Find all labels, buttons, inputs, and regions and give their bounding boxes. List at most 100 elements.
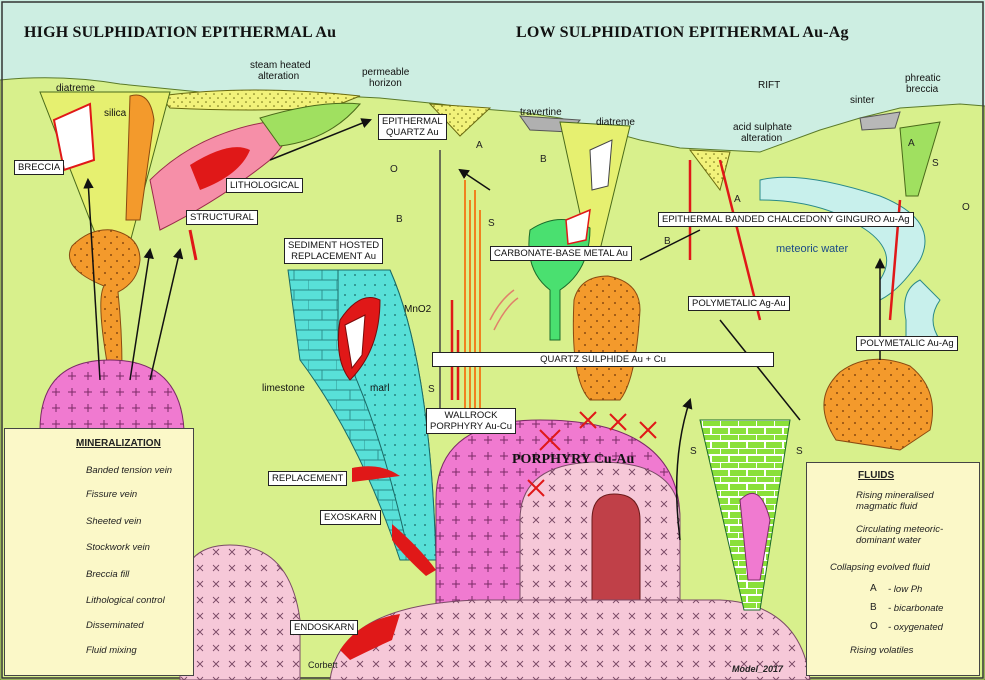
wallrock-line1: WALLROCK — [444, 410, 498, 421]
stockwork-veins — [527, 411, 657, 497]
legend-breccia-fill: Breccia fill — [86, 569, 130, 580]
travertine-label: travertine — [520, 107, 562, 118]
polymetallic-ag-au-box: POLYMETALIC Ag-Au — [688, 296, 790, 311]
fluid-letter-b-3: B — [664, 236, 671, 247]
phreatic-label: phreatic — [905, 73, 941, 84]
fluid-letter-o-1: O — [390, 164, 398, 175]
fluid-arrow-5 — [458, 168, 491, 191]
sheeted-veins — [464, 180, 481, 410]
fluid-arrow-1 — [83, 177, 101, 381]
legend-sheeted-vein: Sheeted vein — [86, 516, 142, 527]
base-batholith-pattern — [330, 600, 810, 680]
right-stockwork-pink — [739, 492, 771, 581]
fluid-letter-b-2: B — [540, 154, 547, 165]
sediment-breccia-clasts — [344, 314, 366, 370]
silica-label: silica — [104, 108, 127, 119]
polymetallic-au-ag-box: POLYMETALIC Au-Ag — [856, 336, 958, 351]
steam-heated-label: steam heated — [250, 60, 311, 71]
fluid-letter-o-2: O — [962, 202, 970, 213]
endoskarn-box: ENDOSKARN — [290, 620, 359, 635]
meteoric-water-label: meteoric water — [776, 243, 849, 255]
permeable-label: permeable — [362, 67, 410, 78]
meteoric-water-tail — [904, 279, 941, 341]
legend-letter-b: B — [870, 602, 877, 613]
sinter-label: sinter — [850, 95, 875, 106]
permeable-lens — [259, 102, 361, 147]
replacement-box: REPLACEMENT — [268, 471, 348, 486]
sediment-hosted-line1: SEDIMENT HOSTED — [288, 240, 380, 251]
legend-stockwork-vein: Stockwork vein — [86, 542, 150, 553]
epithermal-quartz-line1: EPITHERMAL — [382, 116, 443, 127]
mno2-label: MnO2 — [404, 304, 432, 315]
legend-collapsing-fluid: Collapsing evolved fluid — [830, 562, 930, 573]
legend-circulating-1: Circulating meteoric- — [856, 524, 944, 535]
horizon-label: horizon — [369, 78, 402, 89]
structural-vein — [188, 229, 198, 261]
wallrock-box: WALLROCK PORPHYRY Au-Cu — [426, 408, 517, 434]
fluid-arrow-3 — [149, 247, 184, 381]
quartz-sulphide-box: QUARTZ SULPHIDE Au + Cu — [432, 352, 774, 367]
exoskarn-body — [392, 524, 436, 576]
legend-circulating-2: dominant water — [856, 535, 921, 546]
legend-disseminated: Disseminated — [86, 620, 144, 631]
fluid-arrow-2 — [129, 247, 154, 381]
model-label: Model_2017 — [732, 664, 784, 674]
fluid-letter-s-3: S — [428, 384, 435, 395]
legend-letter-a: A — [870, 583, 877, 594]
lithological-core — [190, 147, 250, 190]
fluid-letter-b-1: B — [396, 214, 403, 225]
legend-lithological-control: Lithological control — [86, 595, 165, 606]
left-orange-plug-dots — [69, 229, 140, 368]
legend-banded-tension-vein: Banded tension vein — [86, 465, 173, 476]
right-diatreme-clasts — [589, 139, 613, 191]
sediment-hosted-line2: REPLACEMENT Au — [291, 251, 376, 262]
fluid-letter-a-3: A — [908, 138, 915, 149]
fluid-letter-a-2: A — [734, 194, 741, 205]
limestone-label: limestone — [262, 383, 305, 394]
phreatic-breccia-body — [899, 121, 941, 197]
low-sulphidation-title: LOW SULPHIDATION EPITHERMAL Au-Ag — [516, 24, 849, 41]
diatreme-label-right: diatreme — [596, 117, 635, 128]
legend-bicarbonate: - bicarbonate — [888, 603, 944, 614]
steam-alteration-label: alteration — [258, 71, 300, 82]
carbonate-base-box: CARBONATE-BASE METAL Au — [490, 246, 632, 261]
steam-heated-cap — [159, 89, 361, 111]
central-orange-plug-dots — [573, 276, 640, 400]
fluid-arrow-4 — [269, 118, 372, 161]
endoskarn-body — [340, 614, 400, 660]
fluid-letter-s-5: S — [796, 446, 803, 457]
left-base-intrusion-pattern — [180, 545, 300, 680]
replacement-body — [352, 466, 400, 482]
exoskarn-box: EXOSKARN — [320, 510, 381, 525]
sinter-cap — [859, 111, 901, 131]
legend-rising-volatiles: Rising volatiles — [850, 645, 914, 656]
diatreme-label-left: diatreme — [56, 83, 95, 94]
breccia-box: BRECCIA — [14, 160, 65, 175]
fluid-letter-a-1: A — [476, 140, 483, 151]
fluid-letter-s-2: S — [932, 158, 939, 169]
structural-box: STRUCTURAL — [186, 210, 258, 225]
porphyry-label: PORPHYRY Cu-Au — [512, 452, 635, 467]
banded-tension-veins — [489, 289, 519, 331]
acid-sulphate-label: acid sulphate — [733, 122, 792, 133]
legend-rising-fluid-2: magmatic fluid — [856, 501, 918, 512]
fluids-heading: FLUIDS — [858, 470, 895, 481]
epithermal-banded-box: EPITHERMAL BANDED CHALCEDONY GINGURO Au-… — [658, 212, 914, 227]
lithological-box: LITHOLOGICAL — [226, 178, 304, 193]
fluid-arrow-porphyry — [675, 398, 693, 541]
legend-low-ph: - low Ph — [888, 584, 923, 595]
left-silica-dike — [125, 94, 155, 221]
epithermal-quartz-box: EPITHERMAL QUARTZ Au — [378, 114, 447, 140]
mineralization-heading: MINERALIZATION — [76, 438, 161, 449]
legend-fissure-vein: Fissure vein — [86, 489, 138, 500]
left-breccia-clasts — [52, 102, 96, 172]
mineralization-legend — [4, 428, 194, 676]
rift-label: RIFT — [758, 80, 781, 91]
legend-fluid-mixing: Fluid mixing — [86, 645, 137, 656]
carbonate-breccia — [565, 208, 591, 245]
corbett-label: Corbett — [308, 660, 338, 670]
sediment-hosted-box: SEDIMENT HOSTED REPLACEMENT Au — [284, 238, 384, 264]
fluid-letter-s-4: S — [690, 446, 697, 457]
legend-letter-o: O — [870, 621, 878, 632]
